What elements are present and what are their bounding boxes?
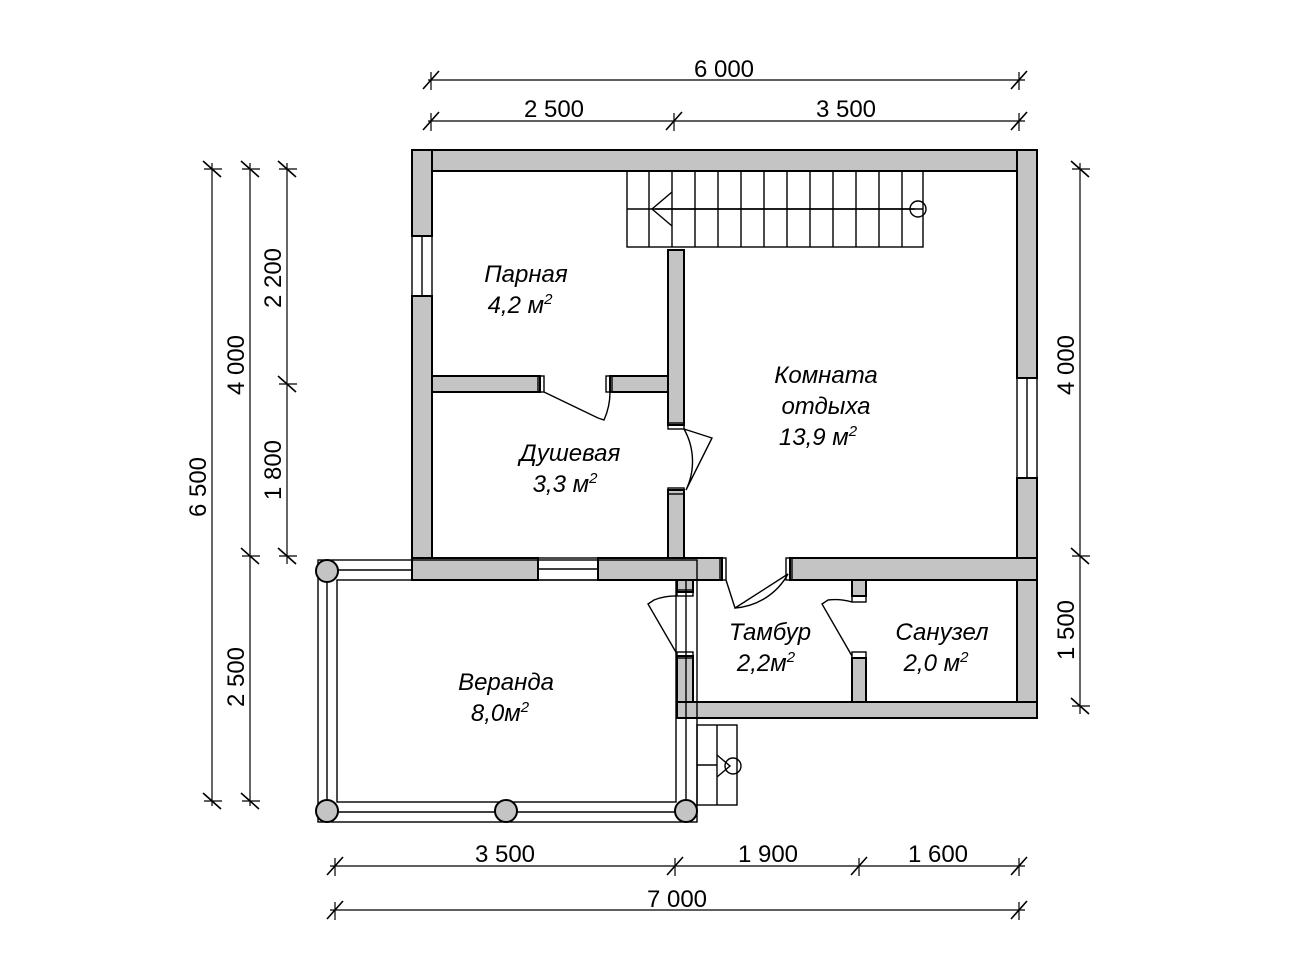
room-veranda-name: Веранда [458,669,554,696]
room-parnaya-name: Парная [484,261,568,288]
staircase [626,170,927,248]
dim-left-inner-bottom: 1 800 [260,440,287,500]
doors [537,375,867,659]
room-sanuzel-name: Санузел [895,619,989,646]
stair-start-circle [909,200,927,218]
dim-bottom-mid: 1 900 [738,841,798,868]
walls [411,149,1038,719]
room-parnaya-area: 4,2 м2 [488,291,553,319]
room-komnata-name: Комната [774,362,878,389]
veranda-post [494,799,518,823]
dim-left-upper: 4 000 [223,335,250,395]
dimension-labels: 6 000 2 500 3 500 6 500 4 000 2 500 2 20… [185,56,1080,913]
veranda-post [674,799,698,823]
room-tambur-area: 2,2м2 [736,649,796,677]
room-tambur-name: Тамбур [729,619,811,646]
dim-bottom-total: 7 000 [647,886,707,913]
dim-left-total: 6 500 [185,457,212,517]
veranda-post [315,559,339,583]
room-dushevaya-name: Душевая [517,440,621,467]
veranda-post [315,799,339,823]
room-labels: Парная 4,2 м2 Душевая 3,3 м2 Комната отд… [458,261,989,727]
room-dushevaya-area: 3,3 м2 [533,470,598,498]
dim-top-right: 3 500 [816,96,876,123]
dim-right-lower: 1 500 [1053,600,1080,660]
entrance-steps [696,724,742,806]
dim-bottom-left: 3 500 [475,841,535,868]
dim-left-lower: 2 500 [223,647,250,707]
room-veranda-area: 8,0м2 [471,699,530,727]
dim-top-total: 6 000 [694,56,754,83]
dim-bottom-right: 1 600 [908,841,968,868]
dimension-lines [202,70,1090,920]
room-komnata-name2: отдыха [781,393,870,420]
room-sanuzel-area: 2,0 м2 [903,649,969,677]
room-komnata-area: 13,9 м2 [779,423,858,451]
dim-right-upper: 4 000 [1053,335,1080,395]
dim-left-inner-top: 2 200 [260,248,287,308]
veranda-frame [315,559,698,823]
dim-top-left: 2 500 [524,96,584,123]
